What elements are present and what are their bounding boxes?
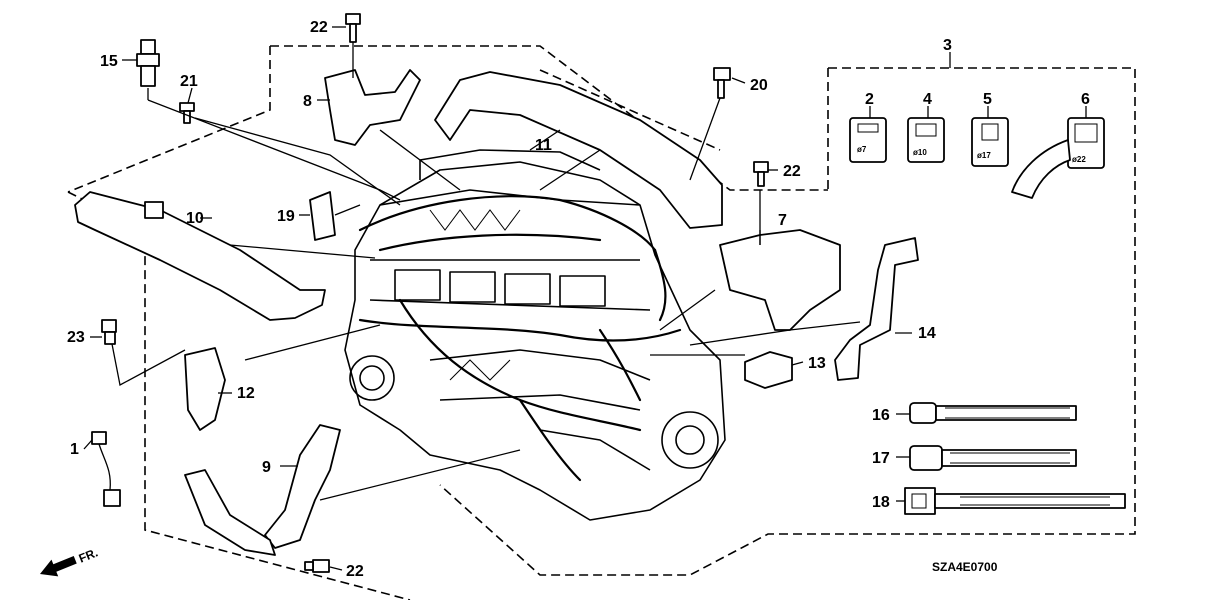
part-16-cable-tie[interactable] xyxy=(909,402,1077,424)
part-13-sensor[interactable] xyxy=(744,351,793,389)
part-15-sensor[interactable] xyxy=(136,39,160,87)
part-22-bolt-bottom[interactable] xyxy=(304,559,330,573)
callout-numbers: 15 21 22 8 11 20 22 7 19 10 23 12 1 9 22… xyxy=(67,19,1090,580)
engine-assembly xyxy=(344,149,726,521)
part-11-harness-cover[interactable] xyxy=(434,71,723,229)
callout-16[interactable]: 16 xyxy=(872,407,890,424)
part-23-sensor[interactable] xyxy=(101,319,117,345)
part-8-bracket[interactable] xyxy=(324,69,421,146)
part-19-holder[interactable] xyxy=(309,191,336,241)
part-9-bracket[interactable] xyxy=(264,424,341,549)
part-14-sub-harness[interactable] xyxy=(834,237,919,381)
part-10-harness-rail[interactable] xyxy=(74,191,326,321)
part-20-bolt[interactable] xyxy=(713,67,731,99)
callout-1[interactable]: 1 xyxy=(70,441,79,458)
part-2-grommet[interactable]: ø7 xyxy=(849,117,887,163)
callout-8[interactable]: 8 xyxy=(303,93,312,110)
callout-22-bottom[interactable]: 22 xyxy=(346,563,364,580)
callout-14[interactable]: 14 xyxy=(918,325,936,342)
callout-6[interactable]: 6 xyxy=(1081,91,1090,108)
part-12-bracket[interactable] xyxy=(184,347,226,431)
part-22-bolt-right[interactable] xyxy=(753,161,769,187)
callout-19[interactable]: 19 xyxy=(277,208,295,225)
part-4-grommet[interactable]: ø10 xyxy=(907,117,945,163)
callout-22-top[interactable]: 22 xyxy=(310,19,328,36)
callout-18[interactable]: 18 xyxy=(872,494,890,511)
callout-23[interactable]: 23 xyxy=(67,329,85,346)
part-21-bolt[interactable] xyxy=(179,102,195,124)
grommet-2-size: ø7 xyxy=(857,145,867,154)
callout-21[interactable]: 21 xyxy=(180,73,198,90)
callout-5[interactable]: 5 xyxy=(983,91,992,108)
callout-12[interactable]: 12 xyxy=(237,385,255,402)
front-label: FR. xyxy=(77,545,100,565)
grommet-6-size: ø22 xyxy=(1072,155,1086,164)
callout-9[interactable]: 9 xyxy=(262,459,271,476)
callout-22-right[interactable]: 22 xyxy=(783,163,801,180)
callout-4[interactable]: 4 xyxy=(923,91,932,108)
part-18-cable-tie[interactable] xyxy=(904,487,1126,515)
callout-3[interactable]: 3 xyxy=(943,37,952,54)
part-17-cable-tie[interactable] xyxy=(909,445,1077,471)
part-6-grommet[interactable]: ø22 xyxy=(1011,117,1105,199)
diagram-code: SZA4E0700 xyxy=(932,560,998,574)
callout-20[interactable]: 20 xyxy=(750,77,768,94)
part-5-grommet[interactable]: ø17 xyxy=(971,117,1009,167)
callout-11[interactable]: 11 xyxy=(535,137,552,154)
callout-2[interactable]: 2 xyxy=(865,91,874,108)
callout-17[interactable]: 17 xyxy=(872,450,890,467)
callout-15[interactable]: 15 xyxy=(100,53,118,70)
front-direction-indicator: FR. xyxy=(40,545,100,577)
callout-10[interactable]: 10 xyxy=(186,210,204,227)
leader-lines xyxy=(83,26,1087,571)
part-1-sensor[interactable] xyxy=(91,431,121,507)
part-7-bracket[interactable] xyxy=(719,229,841,331)
part-22-bolt-top[interactable] xyxy=(345,13,361,43)
grommet-5-size: ø17 xyxy=(977,151,991,160)
grommet-4-size: ø10 xyxy=(913,148,927,157)
part-lower-clamp[interactable] xyxy=(184,469,276,556)
arrow-left-icon xyxy=(40,556,77,577)
callout-13[interactable]: 13 xyxy=(808,355,826,372)
callout-7[interactable]: 7 xyxy=(778,212,787,229)
